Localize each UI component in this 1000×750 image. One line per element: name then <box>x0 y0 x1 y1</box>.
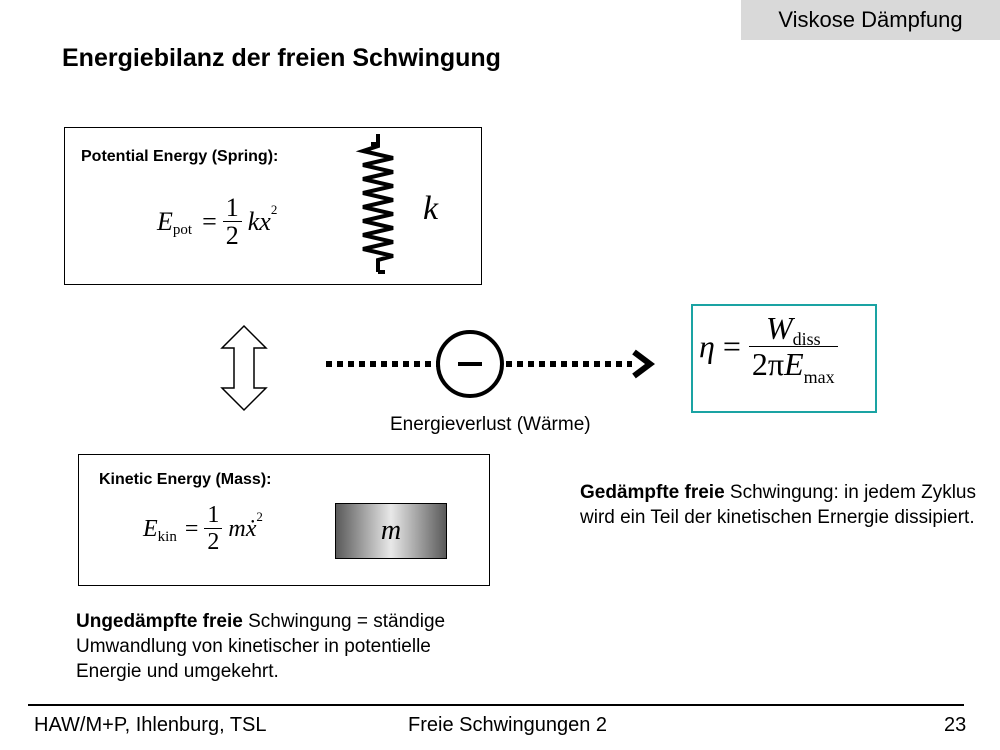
eta-denominator: 2πEmax <box>748 345 838 386</box>
formula-numerator: 1 <box>207 502 220 528</box>
mass-block: m <box>335 503 447 559</box>
eta-formula-box: η = Wdiss 2πEmax <box>691 304 877 413</box>
spring-icon <box>355 134 394 274</box>
eta-formula: η = Wdiss 2πEmax <box>699 310 844 386</box>
page-number: 23 <box>944 714 967 736</box>
formula-lhs-sub: pot <box>172 221 193 238</box>
formula-rhs: m <box>228 515 246 542</box>
eta-fraction: Wdiss 2πEmax <box>748 310 838 386</box>
footer-center: Freie Schwingungen 2 <box>408 714 608 736</box>
double-arrow-icon <box>220 324 268 412</box>
formula-rhs-sup: 2 <box>256 509 263 525</box>
kinetic-energy-label: Kinetic Energy (Mass): <box>99 471 272 488</box>
page-title: Energiebilanz der freien Schwingung <box>62 44 501 72</box>
energy-loss-arrow-icon <box>326 330 655 398</box>
undamped-rest: Schwingung = ständige Umwandlung von kin… <box>76 611 446 682</box>
spring-constant-label: k <box>423 190 439 227</box>
footer-left: HAW/M+P, Ihlenburg, TSL <box>34 714 267 736</box>
undamped-description: Ungedämpfte freie Schwingung = ständige … <box>76 609 486 684</box>
undamped-bold: Ungedämpfte freie <box>76 611 243 632</box>
formula-fraction: 1 2 <box>222 193 242 251</box>
eta-symbol: η <box>699 328 715 365</box>
mass-label: m <box>380 515 402 546</box>
damped-description: Gedämpfte freie Schwingung: in jedem Zyk… <box>580 480 980 530</box>
damped-bold: Gedämpfte freie <box>580 482 725 503</box>
formula-fraction: 1 2 <box>204 502 223 556</box>
damped-rest: Schwingung: in jedem Zyklus wird ein Tei… <box>580 482 976 528</box>
formula-denominator: 2 <box>204 528 223 555</box>
formula-eq: = <box>202 207 217 237</box>
potential-energy-label: Potential Energy (Spring): <box>81 148 279 165</box>
formula-rhs-sup: 2 <box>270 202 278 218</box>
eta-eq: = <box>722 328 741 365</box>
formula-denominator: 2 <box>222 221 242 251</box>
formula-rhs-dot: ẋ <box>245 515 257 542</box>
topic-tag: Viskose Dämpfung <box>741 0 1000 40</box>
formula-eq: = <box>184 515 199 542</box>
formula-lhs-sub: kin <box>157 528 177 545</box>
formula-lhs: E <box>157 207 173 237</box>
formula-numerator: 1 <box>225 193 239 222</box>
formula-rhs: kx <box>247 207 271 237</box>
footer-divider <box>28 704 964 706</box>
eta-numerator: Wdiss <box>765 310 821 349</box>
energy-loss-label: Energieverlust (Wärme) <box>390 414 591 435</box>
formula-lhs: E <box>143 515 158 542</box>
